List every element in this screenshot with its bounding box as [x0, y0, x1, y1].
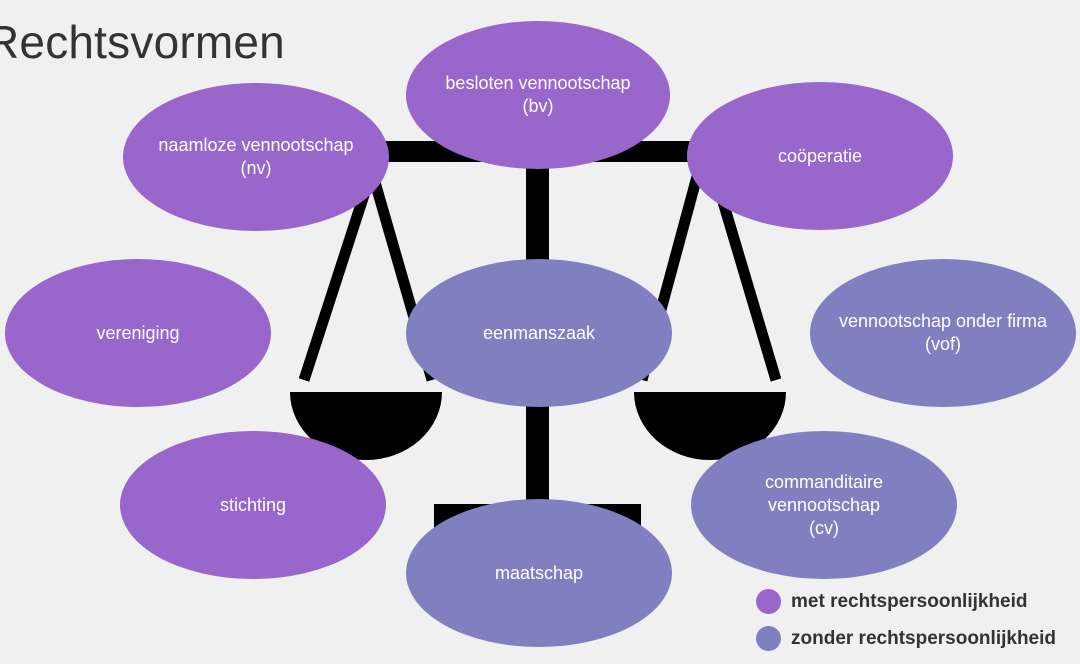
- node-cooperatie: coöperatie: [687, 82, 953, 230]
- node-label: eenmanszaak: [482, 322, 596, 343]
- node-maatschap: maatschap: [406, 499, 672, 647]
- node-label: stichting: [219, 494, 287, 515]
- legend-label-zonder: zonder rechtspersoonlijkheid: [791, 628, 1056, 649]
- node-label: naamloze vennootschap (nv): [158, 135, 354, 178]
- legend: met rechtspersoonlijkheid zonder rechtsp…: [756, 589, 1080, 663]
- node-label: vennootschap onder firma (vof): [838, 311, 1048, 354]
- node-vennootschap-onder-firma: vennootschap onder firma (vof): [810, 259, 1076, 407]
- node-label: commanditaire vennootschap (cv): [764, 471, 884, 538]
- node-label: besloten vennootschap (bv): [445, 73, 631, 116]
- legend-label-met: met rechtspersoonlijkheid: [791, 591, 1028, 612]
- node-stichting: stichting: [120, 431, 386, 579]
- node-label: coöperatie: [777, 145, 863, 166]
- legend-dot-zonder: [756, 626, 781, 651]
- legend-dot-met: [756, 589, 781, 614]
- node-besloten-vennootschap: besloten vennootschap (bv): [406, 21, 670, 169]
- legend-item-met: met rechtspersoonlijkheid: [756, 589, 1080, 614]
- node-naamloze-vennootschap: naamloze vennootschap (nv): [123, 83, 389, 231]
- legend-item-zonder: zonder rechtspersoonlijkheid: [756, 626, 1080, 651]
- node-commanditaire-vennootschap: commanditaire vennootschap (cv): [691, 431, 957, 579]
- node-label: vereniging: [96, 322, 180, 343]
- page-title: Rechtsvormen: [0, 16, 285, 68]
- node-vereniging: vereniging: [5, 259, 271, 407]
- node-eenmanszaak: eenmanszaak: [406, 259, 672, 407]
- node-label: maatschap: [494, 562, 584, 583]
